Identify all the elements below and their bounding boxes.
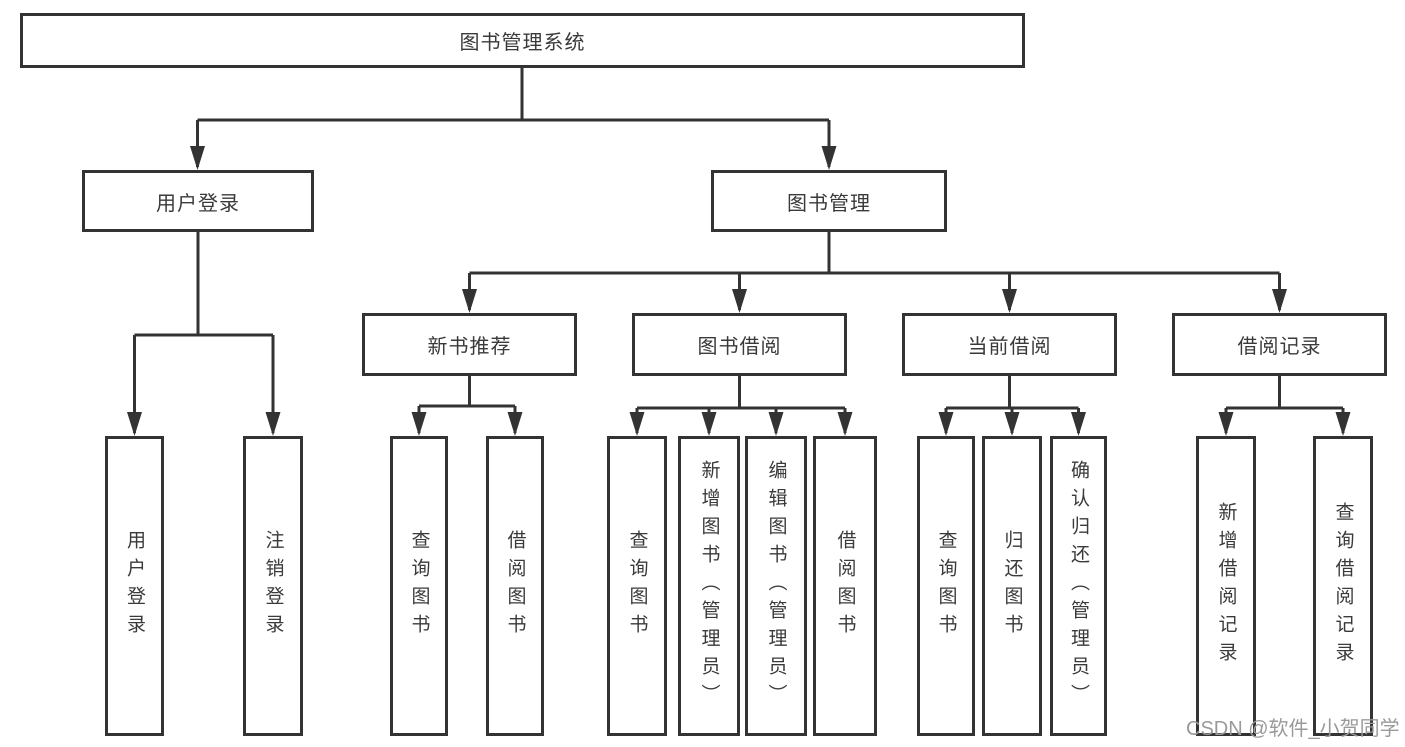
leaf-record-query-record: 查询借阅记录 [1313, 436, 1373, 736]
connector-borrow-record-to-leaves [1224, 375, 1345, 433]
leaf-borrow-edit-book-admin: 编辑图书（管理员） [745, 436, 807, 736]
node-book-borrow: 图书借阅 [632, 313, 847, 376]
node-book-management: 图书管理 [711, 170, 947, 232]
leaf-current-query-book: 查询图书 [917, 436, 975, 736]
csdn-watermark: CSDN @软件_小贺同学 [1186, 718, 1400, 740]
node-borrow-record: 借阅记录 [1172, 313, 1387, 376]
leaf-current-confirm-return-admin: 确认归还（管理员） [1050, 436, 1107, 736]
node-library-management-system: 图书管理系统 [20, 13, 1025, 68]
connector-book-management-to-level3 [468, 231, 1281, 310]
leaf-borrow-query-book: 查询图书 [607, 436, 667, 736]
connector-book-borrow-to-leaves [635, 375, 847, 433]
connector-user-login-to-leaves [133, 231, 275, 433]
leaf-borrow-add-book-admin: 新增图书（管理员） [678, 436, 740, 736]
leaf-recommend-borrow-book: 借阅图书 [486, 436, 544, 736]
node-user-login: 用户登录 [82, 170, 314, 232]
node-current-borrow: 当前借阅 [902, 313, 1117, 376]
connector-root-to-level2 [196, 66, 831, 167]
leaf-logout: 注销登录 [243, 436, 303, 736]
leaf-current-return-book: 归还图书 [982, 436, 1042, 736]
leaf-user-login: 用户登录 [105, 436, 164, 736]
connector-new-book-to-leaves [417, 375, 517, 433]
node-new-book-recommend: 新书推荐 [362, 313, 577, 376]
leaf-record-add-record: 新增借阅记录 [1196, 436, 1256, 736]
leaf-recommend-query-book: 查询图书 [390, 436, 448, 736]
leaf-borrow-borrow-book: 借阅图书 [813, 436, 877, 736]
